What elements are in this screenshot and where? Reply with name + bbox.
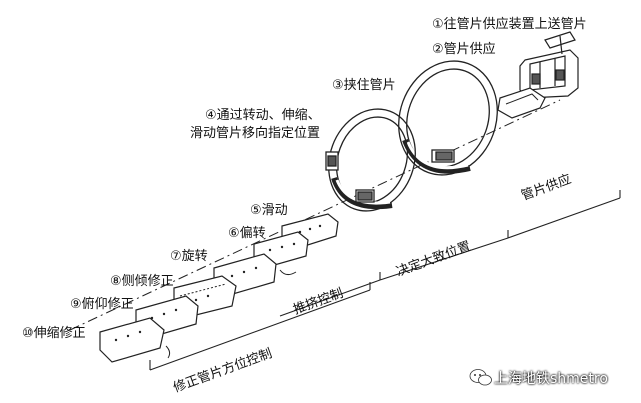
erector-ring-medium: [325, 108, 416, 212]
step-7-label: ⑦旋转: [170, 249, 208, 264]
step-8-label: ⑧侧倾修正: [110, 274, 174, 289]
step-2-label: ②管片供应: [432, 42, 496, 57]
step-9-label: ⑨俯仰修正: [70, 297, 134, 312]
step-10-label: ⑩伸缩修正: [22, 326, 86, 341]
group-brackets: [149, 190, 621, 371]
watermark: 上海地铁shmetro: [468, 368, 608, 388]
wechat-icon: [469, 369, 492, 386]
erector-ring-large: [398, 60, 498, 176]
watermark-text: 上海地铁shmetro: [494, 371, 608, 387]
segment-supply-device: [519, 31, 579, 99]
segment-telescopic-correction: [99, 317, 171, 363]
step-4-label-line2: 滑动管片移向指定位置: [190, 126, 321, 141]
step-6-label: ⑥偏转: [228, 226, 266, 241]
step-4-label-line1: ④通过转动、伸缩、: [205, 108, 321, 123]
step-5-label: ⑤滑动: [250, 203, 288, 218]
step-1-label: ①往管片供应装置上送管片: [432, 17, 587, 32]
step-3-label: ③挟住管片: [332, 78, 396, 93]
